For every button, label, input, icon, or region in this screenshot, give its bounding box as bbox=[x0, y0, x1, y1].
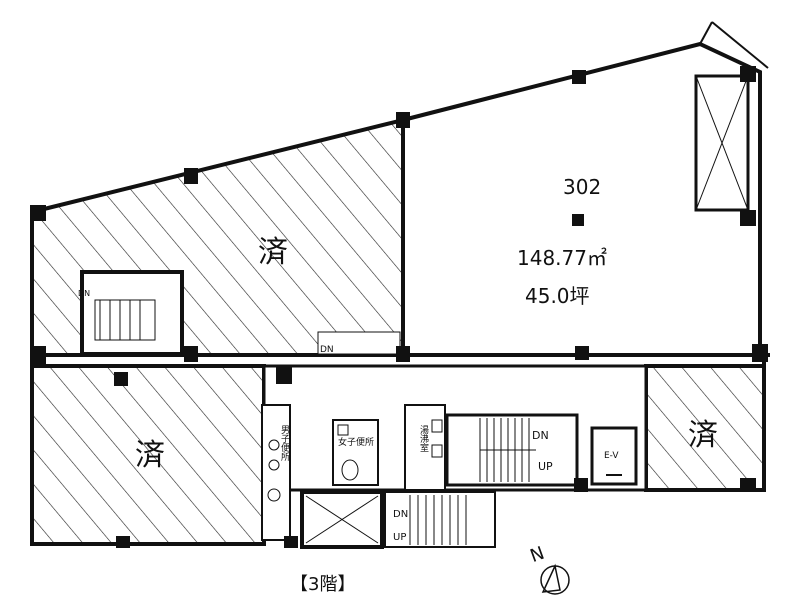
central-stair bbox=[445, 413, 579, 487]
unit-302-area-tsubo: 45.0坪 bbox=[525, 284, 590, 308]
kitchenette bbox=[404, 404, 446, 491]
unit-lower-left-area[interactable] bbox=[30, 364, 266, 546]
mens-toilet bbox=[261, 404, 291, 541]
upper-stair-dn-label: DN bbox=[320, 345, 334, 355]
lower-stair-dn-label: DN bbox=[393, 509, 408, 520]
stair-dn-label: DN bbox=[532, 429, 549, 442]
floor-label: 【3階】 bbox=[290, 574, 355, 595]
unit-302-area-sqm: 148.77㎡ bbox=[517, 246, 607, 270]
unit-upper-left-label: 済 bbox=[258, 235, 288, 270]
stair-302-dn bbox=[317, 331, 401, 355]
lower-stair-up-label: UP bbox=[393, 532, 406, 543]
upper-left-stair-dn-label: DN bbox=[78, 289, 90, 298]
womens-toilet bbox=[332, 419, 379, 486]
kitchenette-label: 湯沸室 bbox=[418, 425, 429, 452]
elevator-shaft bbox=[300, 490, 384, 549]
stair-up-label: UP bbox=[538, 460, 553, 473]
upper-left-stair bbox=[80, 270, 184, 356]
mens-toilet-label: 男子便所 bbox=[279, 425, 290, 462]
unit-lower-left-label: 済 bbox=[135, 438, 165, 473]
void-shaft bbox=[694, 74, 750, 212]
unit-lower-right-label: 済 bbox=[688, 418, 718, 453]
columns bbox=[30, 66, 768, 548]
lower-stair bbox=[384, 491, 496, 548]
elevator-label: E-V bbox=[604, 451, 619, 461]
compass-circle-icon bbox=[540, 565, 570, 595]
north-compass: N bbox=[527, 543, 570, 595]
unit-302-number: 302 bbox=[563, 175, 601, 199]
north-label: N bbox=[527, 543, 547, 567]
unit-302-area[interactable] bbox=[401, 41, 762, 357]
womens-toilet-label: 女子便所 bbox=[338, 436, 374, 448]
